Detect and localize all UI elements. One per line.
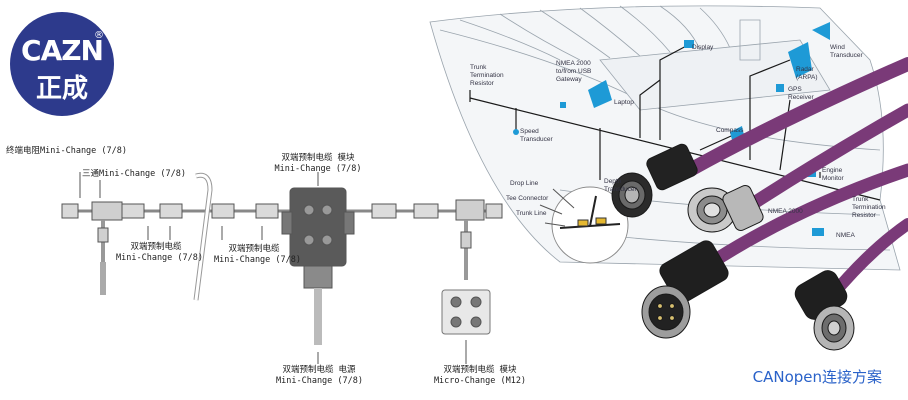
- caption-canopen: CANopen连接方案: [752, 368, 882, 386]
- laptop-device: [588, 80, 612, 108]
- label-cable-2: 双端预制电缆 Mini-Change (7/8): [214, 244, 301, 266]
- boat-label-compass: Compass: [716, 127, 744, 134]
- boat-label-nmea-bottom: NMEA 2000: [768, 208, 803, 215]
- boat-label-engine: Engine Monitor: [822, 167, 844, 182]
- label-cable-1-line2: Mini-Change (7/8): [116, 253, 203, 263]
- connectors: [611, 143, 855, 351]
- cazn-logo: CAZN ® 正成: [10, 12, 114, 116]
- network-diagram: [61, 172, 503, 364]
- boat-label-depth: Depth Transducer: [604, 178, 637, 193]
- radar-device: [788, 42, 812, 78]
- gps-device: [776, 84, 784, 92]
- boat-label-nmea-right: NMEA: [836, 232, 855, 239]
- label-cable-2-line2: Mini-Change (7/8): [214, 255, 301, 265]
- boat-label-laptop: Laptop: [614, 99, 634, 106]
- tee-zoom: [539, 186, 629, 264]
- logo-brand-cn: 正成: [35, 74, 88, 104]
- label-module-top-line1: 双端预制电缆 模块: [281, 153, 355, 163]
- boat-label-trunk-top: Trunk Termination Resistor: [470, 64, 504, 87]
- boat-label-speed: Speed Transducer: [520, 128, 553, 143]
- logo-reg-mark: ®: [94, 30, 104, 41]
- label-power-line2: Mini-Change (7/8): [276, 376, 363, 386]
- label-cable-2-line1: 双端预制电缆: [228, 244, 280, 254]
- boat-label-tee-connector: Tee Connector: [506, 195, 549, 202]
- boat-label-wind: Wind Transducer: [830, 44, 863, 59]
- label-module-top: 双端预制电缆 模块 Mini-Change (7/8): [270, 153, 366, 175]
- boat-label-trunk-line: Trunk Line: [516, 210, 547, 217]
- nmea-device: [812, 228, 824, 236]
- gateway-device: [560, 102, 566, 108]
- wind-device: [812, 22, 830, 40]
- label-cable-1: 双端预制电缆 Mini-Change (7/8): [116, 242, 203, 264]
- label-micro-line2: Micro-Change (M12): [433, 376, 527, 386]
- label-tee: 三通Mini-Change (7/8): [82, 169, 186, 179]
- boat-label-display: Display: [692, 44, 714, 51]
- label-power: 双端预制电缆 电源 Mini-Change (7/8): [276, 365, 363, 387]
- speed-transducer: [513, 129, 519, 135]
- boat-label-radar: Radar (ARPA): [796, 66, 818, 81]
- boat-label-gps: GPS Receiver: [788, 86, 814, 101]
- label-cable-1-line1: 双端预制电缆: [130, 242, 182, 252]
- label-module-top-line2: Mini-Change (7/8): [274, 164, 362, 174]
- logo-brand-en: CAZN: [21, 34, 104, 67]
- boat-label-drop-line: Drop Line: [510, 180, 539, 187]
- label-terminator: 终端电阻Mini-Change (7/8): [6, 146, 127, 156]
- boat-label-gateway: NMEA 2000 to/from USB Gateway: [556, 60, 592, 83]
- boat-label-trunk-bottom: Trunk Termination Resistor: [852, 196, 886, 219]
- label-power-line1: 双端预制电缆 电源: [282, 365, 356, 375]
- label-micro-line1: 双端预制电缆 模块: [443, 365, 517, 375]
- display-device: [684, 40, 694, 48]
- label-micro: 双端预制电缆 模块 Micro-Change (M12): [430, 365, 530, 387]
- purple-cables: [683, 57, 908, 304]
